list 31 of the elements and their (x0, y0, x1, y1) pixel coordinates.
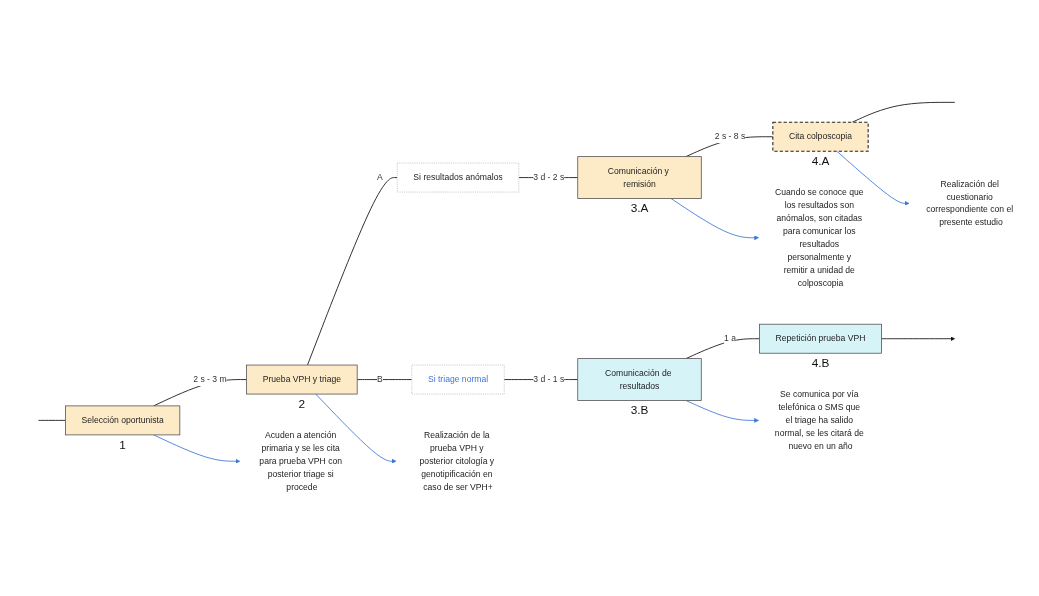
edge-label: 3 d - 2 s (533, 172, 565, 182)
edge-label: A (377, 172, 383, 182)
node-box: Si resultados anómalos (397, 162, 520, 193)
edge-label: 1 a (724, 333, 736, 344)
node-box: Prueba VPH y triage (246, 364, 358, 395)
node-text: Realización del cuestionario correspondiente con el presente estudio (926, 179, 1014, 228)
step-number: 1 (119, 437, 126, 452)
step-number: 4.A (811, 154, 830, 169)
node-text: Se comunica por vía telefónica o SMS que el triage ha salido normal, se les citará de nuevo en un año (774, 389, 864, 451)
connector (851, 102, 956, 123)
node-box: Cita colposcopia (772, 121, 869, 152)
node-box: Selección oportunista (65, 405, 181, 436)
node-text: Cuando se conoce que los resultados son anómalos, son citadas para comunicar los resultados personalmente y remitir a unidad de colposcopia (775, 187, 864, 288)
connector (38, 420, 66, 421)
connector (356, 379, 413, 381)
edge-label: 2 s - 8 s (714, 132, 746, 142)
node-box: Repetición prueba VPH (759, 323, 882, 354)
step-number: 2 (298, 397, 306, 412)
connector (685, 338, 760, 360)
node-text: Realización de la prueba VPH y posterior citología y genotipificación en caso de ser VPH+ (419, 430, 495, 492)
edge-label: B (377, 374, 383, 384)
node-box: Si triage normal (411, 364, 505, 395)
step-number: 3.B (630, 403, 649, 418)
connector (307, 177, 398, 366)
step-number: 4.B (811, 356, 830, 371)
step-number: 3.A (630, 201, 649, 216)
node-box: Comunicación y remisión (577, 156, 702, 199)
node-text: Acuden a atención primaria y se les cita para prueba VPH con posterior triage si procede (259, 430, 343, 492)
edge-label: 2 s - 3 m (193, 374, 227, 384)
edge-label: 3 d - 1 s (533, 374, 565, 384)
node-box: Comunicación de resultados (577, 358, 702, 401)
